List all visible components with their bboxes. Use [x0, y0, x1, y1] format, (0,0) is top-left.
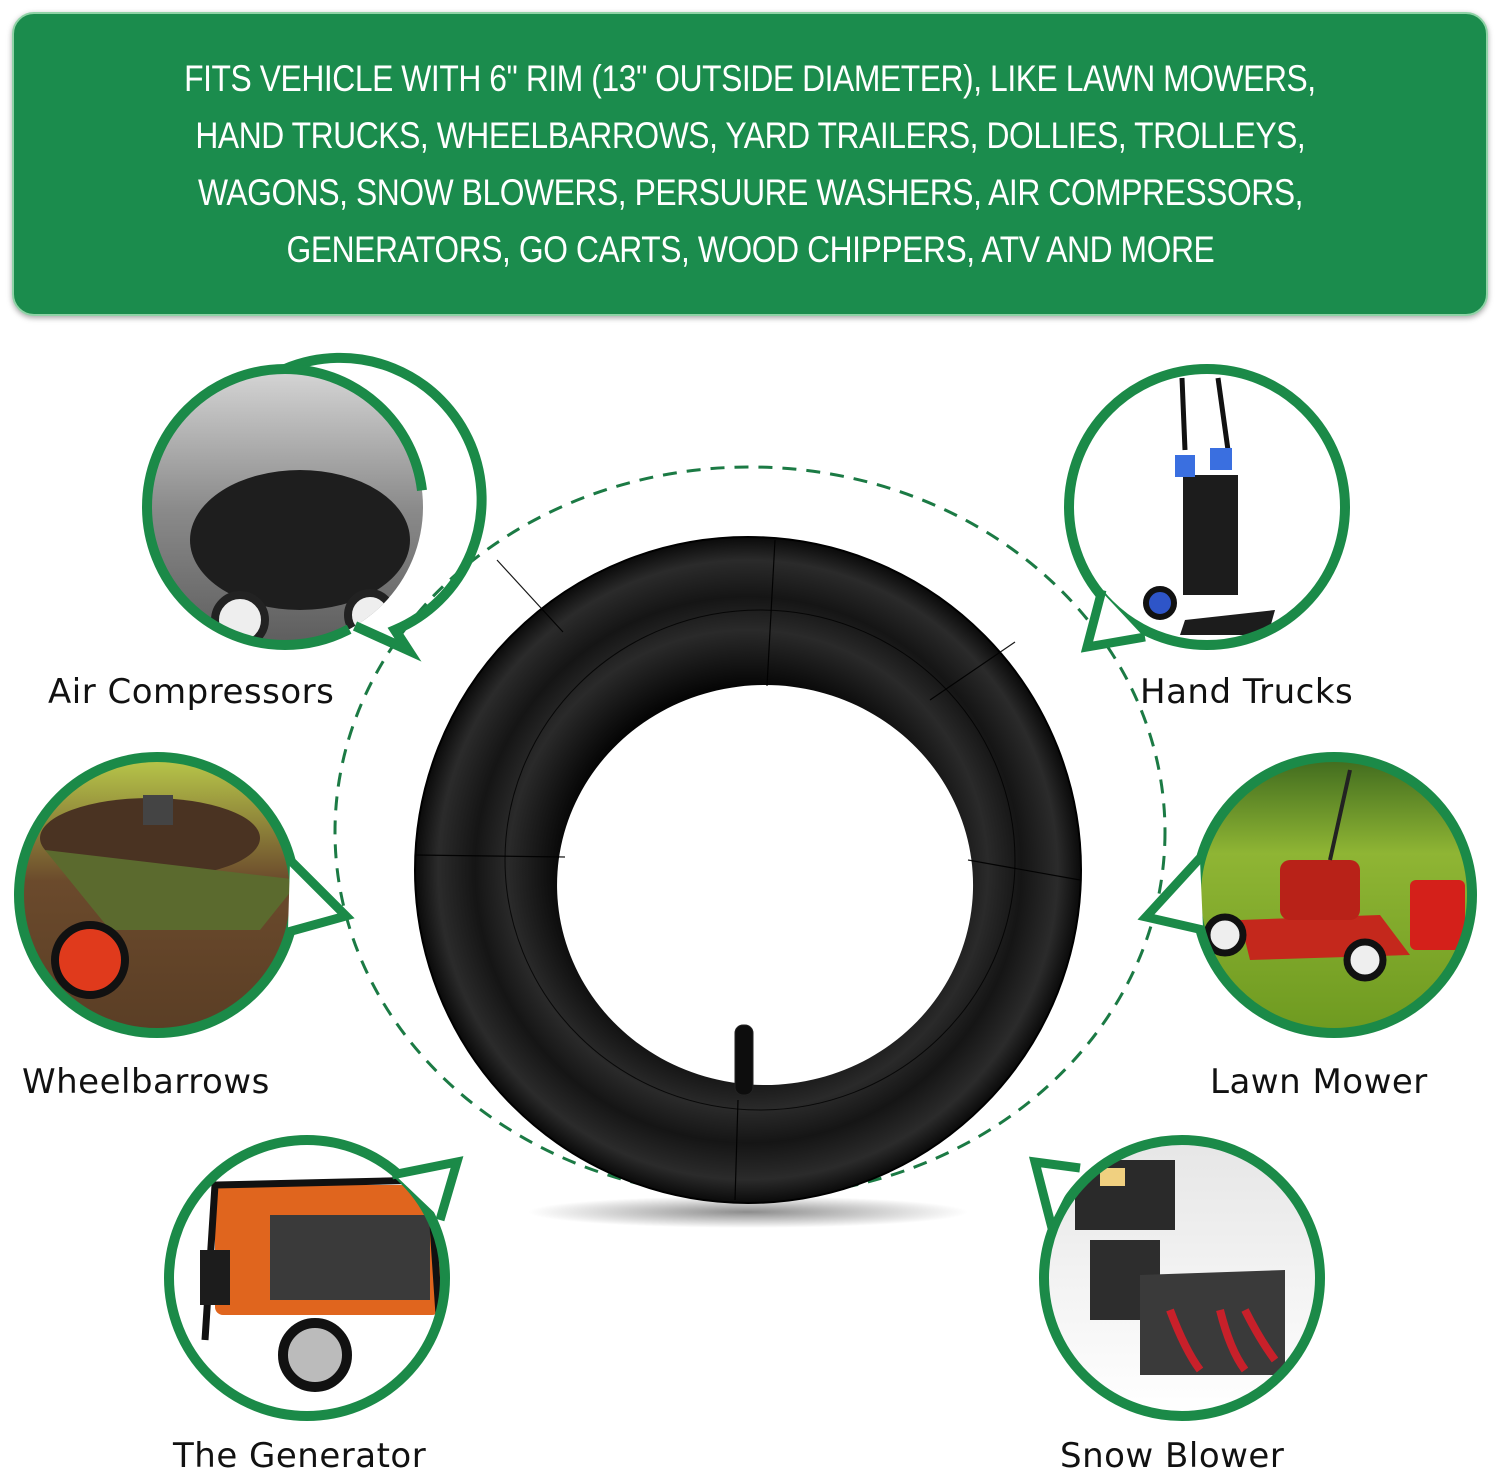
label-lawn-mower: Lawn Mower: [1210, 1062, 1428, 1102]
wheelbarrow-photo-icon: [40, 795, 295, 999]
bubble-hand-trucks: [1064, 364, 1350, 653]
valve-stem-icon: [734, 1024, 754, 1096]
label-snow-blower: Snow Blower: [1060, 1436, 1285, 1476]
label-hand-trucks: Hand Trucks: [1140, 672, 1354, 712]
generator-photo-icon: [200, 1176, 444, 1392]
banner-line-3: WAGONS, SNOW BLOWERS, PERSUURE WASHERS, …: [197, 172, 1303, 213]
label-air-compressors: Air Compressors: [48, 672, 335, 712]
bubble-wheelbarrows: [14, 752, 355, 1038]
label-wheelbarrows: Wheelbarrows: [22, 1062, 270, 1102]
bubble-snow-blower: [1028, 1135, 1325, 1421]
label-generator: The Generator: [173, 1436, 427, 1476]
lawn-mower-photo-icon: [1203, 769, 1465, 982]
bubble-lawn-mower: [1137, 752, 1477, 1038]
compatibility-banner: FITS VEHICLE WITH 6" RIM (13" OUTSIDE DI…: [12, 12, 1488, 316]
banner-line-4: GENERATORS, GO CARTS, WOOD CHIPPERS, ATV…: [286, 229, 1214, 270]
inner-tube-image: [414, 536, 1082, 1228]
hand-truck-photo-icon: [1143, 377, 1275, 635]
air-compressor-photo-icon: [190, 470, 410, 610]
banner-line-1: FITS VEHICLE WITH 6" RIM (13" OUTSIDE DI…: [184, 58, 1316, 99]
bubble-generator: [164, 1135, 464, 1421]
bubble-air-compressors: [142, 352, 487, 662]
banner-line-2: HAND TRUCKS, WHEELBARROWS, YARD TRAILERS…: [194, 115, 1305, 156]
